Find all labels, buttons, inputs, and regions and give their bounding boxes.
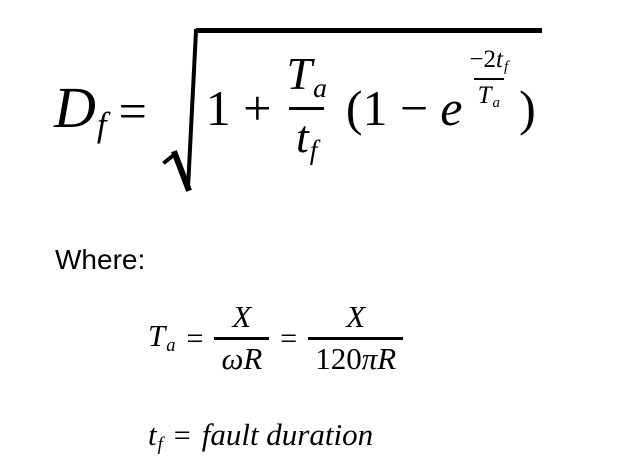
square-root: 1 + Ta tf (1 − e −2tf Ta ) <box>161 28 542 194</box>
omega-r: ωR <box>214 336 270 376</box>
ta-definition-equation: Ta = X ωR = X 120πR <box>148 299 404 376</box>
fraction-denominator: tf <box>288 106 325 166</box>
variable-D: D <box>54 74 96 140</box>
close-paren: ) <box>519 79 536 136</box>
number-120: 120 <box>315 340 362 376</box>
variable-T: T <box>477 81 492 109</box>
tf-lhs: tf <box>148 416 163 457</box>
subscript-a: a <box>492 94 500 111</box>
euler-e: e <box>440 79 463 136</box>
one-plus: 1 + <box>205 79 272 136</box>
subscript-f: f <box>157 434 163 456</box>
equation-lhs: Df <box>54 78 107 145</box>
ta-lhs: Ta <box>148 319 176 357</box>
subscript-f: f <box>309 134 318 166</box>
exponent-fraction: −2tf Ta <box>465 46 512 111</box>
radical-sign-icon <box>161 28 198 192</box>
variable-T: T <box>148 318 166 354</box>
variable-T: T <box>286 47 313 99</box>
x-over-omega-r-fraction: X ωR <box>214 299 270 376</box>
decrement-factor-equation: Df = 1 + Ta tf (1 − e −2tf Ta ) <box>54 28 542 194</box>
fraction-denominator: 120πR <box>308 336 404 376</box>
variable-t: t <box>295 110 309 162</box>
equals-sign: = <box>173 419 191 452</box>
equals-sign: = <box>118 83 147 139</box>
open-paren-one-minus: (1 − <box>345 79 429 136</box>
x-over-120-pi-r-fraction: X 120πR <box>308 299 404 376</box>
fault-duration-text: fault duration <box>201 417 374 452</box>
radicand: 1 + Ta tf (1 − e −2tf Ta ) <box>195 28 542 178</box>
subscript-f: f <box>503 59 509 75</box>
subscript-a: a <box>166 335 176 357</box>
exponent-denominator: Ta <box>473 77 504 112</box>
equals-sign: = <box>186 321 204 355</box>
equals-sign: = <box>280 321 298 355</box>
variable-X: X <box>346 299 366 334</box>
subscript-a: a <box>313 71 327 103</box>
tf-definition-equation: tf = fault duration <box>148 416 373 457</box>
where-label: Where: <box>55 244 146 275</box>
variable-t: t <box>148 417 157 452</box>
variable-t: t <box>496 45 503 73</box>
exponent-numerator: −2tf <box>465 46 512 78</box>
subscript-f: f <box>96 105 107 145</box>
variable-X: X <box>232 299 252 334</box>
pi-r: πR <box>361 340 397 376</box>
fraction-numerator: Ta <box>279 47 333 107</box>
minus-two: −2 <box>469 45 497 73</box>
ta-over-tf-fraction: Ta tf <box>279 47 333 166</box>
